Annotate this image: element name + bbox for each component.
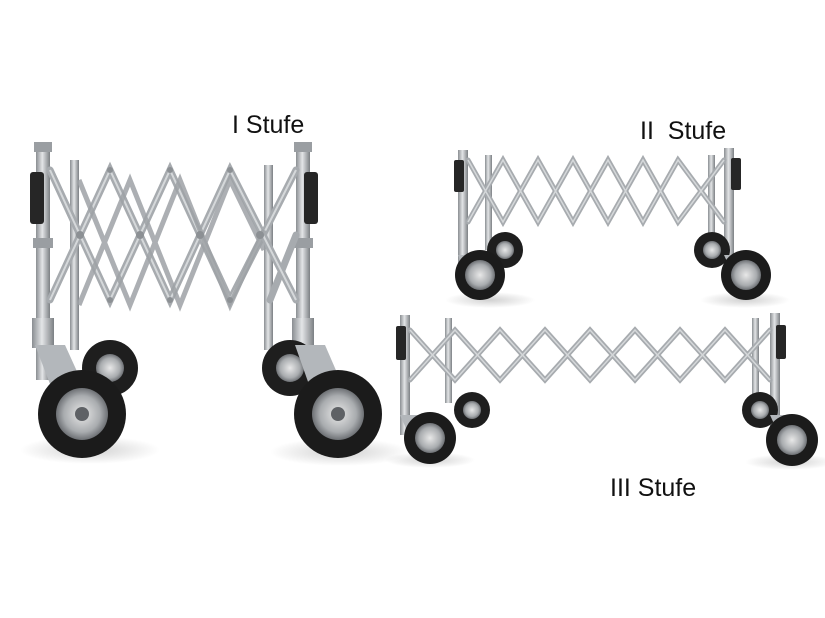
trolley-stage-1 — [20, 142, 410, 466]
trolley-stage-3 — [385, 313, 825, 470]
stage-1-label: I Stufe — [232, 111, 305, 139]
stage-3-label: III Stufe — [610, 474, 697, 502]
stage-2-label: II Stufe — [640, 117, 727, 145]
trolley-stage-2 — [445, 148, 790, 308]
